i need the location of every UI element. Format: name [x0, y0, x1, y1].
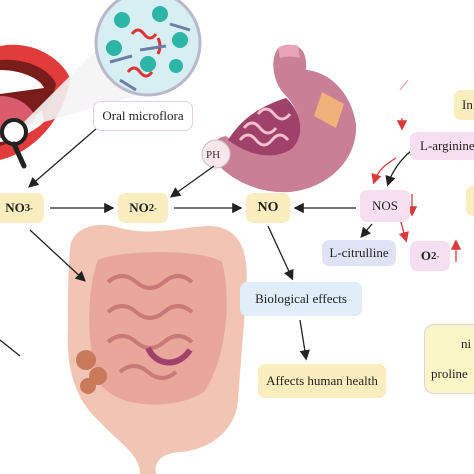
ph-label: PH — [206, 149, 221, 161]
nos-node: NOS — [360, 190, 410, 222]
nitrite-superscript: - — [154, 203, 157, 213]
nitrite-label: NO — [129, 200, 149, 215]
nitric-oxide-label: NO — [257, 200, 279, 215]
biological-effects-label: Biological effects — [255, 291, 347, 306]
nitric-oxide-node: NO — [246, 193, 290, 223]
right-bottom-partial-label-2: proline — [431, 366, 468, 381]
nitrate-superscript: - — [30, 203, 33, 213]
right-top-partial-node: In — [454, 90, 474, 120]
stomach-illustration — [211, 44, 357, 193]
nos-label: NOS — [371, 198, 398, 213]
right-bottom-partial-label-1: ni — [461, 336, 472, 351]
affects-human-health-label: Affects human health — [266, 373, 378, 388]
nitrite-subscript: 2 — [148, 202, 155, 214]
nitrate-label: NO — [5, 200, 25, 215]
affects-human-health-node: Affects human health — [258, 364, 386, 398]
right-top-partial-label: In — [462, 97, 473, 112]
biological-effects-node: Biological effects — [240, 282, 362, 316]
oral-microflora-label: Oral microflora — [102, 108, 184, 123]
right-side-partial-node — [466, 186, 474, 216]
superoxide-subscript: 2 — [431, 250, 437, 262]
oral-microflora-node: Oral microflora — [93, 101, 193, 131]
black-arrows — [0, 79, 413, 361]
l-citrulline-node: L-citrulline — [322, 240, 396, 266]
superoxide-label: O — [420, 248, 432, 263]
superoxide-superscript: - — [436, 251, 440, 261]
l-citrulline-label: L-citrulline — [329, 245, 389, 260]
l-arginine-label: L-arginine — [420, 138, 474, 153]
intestine-illustration — [67, 224, 247, 474]
right-bottom-partial-node: ni proline — [424, 324, 474, 394]
l-arginine-node: L-arginine — [410, 132, 474, 160]
microflora-bubble — [94, 0, 202, 97]
nitrate-subscript: 3 — [24, 202, 31, 214]
